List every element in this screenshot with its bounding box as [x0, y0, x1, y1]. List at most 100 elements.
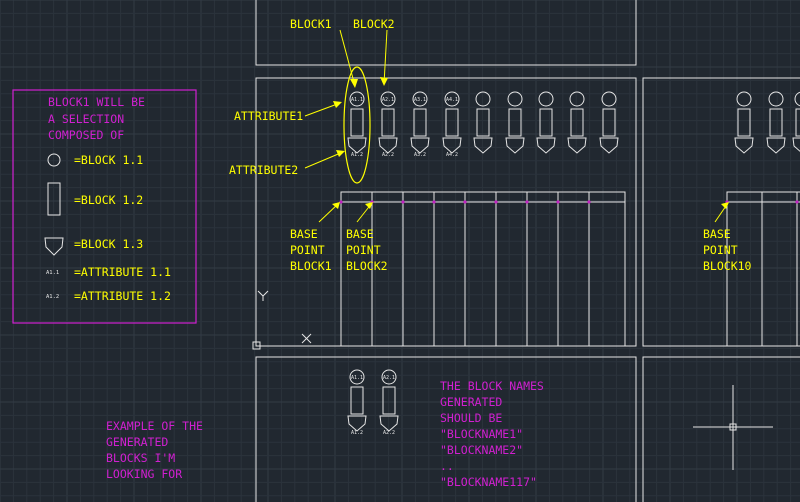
bottom-room-outline	[255, 356, 637, 502]
pentagon-icon	[734, 137, 754, 154]
base-point-block10-line-3: BLOCK10	[703, 259, 752, 273]
rectangle-icon	[795, 108, 800, 137]
attribute-tag: A1.2	[351, 152, 363, 158]
example-line-2: GENERATED	[106, 435, 168, 449]
selection-ellipse[interactable]	[343, 66, 371, 184]
base-point-block2-line-3: BLOCK2	[346, 259, 388, 273]
main-room-outline	[255, 77, 637, 347]
circle-icon	[412, 91, 428, 107]
names-note-line-1: THE BLOCK NAMES	[440, 379, 544, 393]
rectangle-icon	[381, 108, 395, 137]
leader-attribute1	[304, 102, 341, 117]
attribute-tag: A1.1	[351, 375, 363, 381]
chair-block[interactable]	[347, 91, 367, 154]
names-note-line-7: "BLOCKNAME117"	[440, 475, 537, 489]
arrowhead-icon	[333, 101, 342, 108]
rectangle-icon	[769, 108, 783, 137]
pentagon-icon	[599, 137, 619, 154]
circle-icon	[47, 153, 61, 167]
callout-attribute1: ATTRIBUTE1	[234, 109, 303, 123]
base-point-icon	[587, 200, 591, 204]
pentagon-icon	[766, 137, 786, 154]
base-point-block1-line-2: POINT	[290, 243, 325, 257]
crosshair-cursor-icon	[693, 385, 773, 470]
ucs-x-glyph	[301, 333, 312, 344]
pentagon-icon	[347, 137, 367, 154]
legend-title-line-2: A SELECTION	[48, 112, 124, 126]
pentagon-icon	[410, 137, 430, 154]
chair-block[interactable]	[567, 91, 587, 154]
chair-block[interactable]	[410, 91, 430, 154]
leader-block1	[339, 29, 356, 87]
chair-block[interactable]	[505, 91, 525, 154]
rectangle-icon	[476, 108, 490, 137]
ucs-origin-box	[252, 341, 261, 350]
example-line-1: EXAMPLE OF THE	[106, 419, 203, 433]
chair-block[interactable]	[379, 369, 399, 432]
pentagon-icon	[347, 415, 367, 432]
chair-block[interactable]	[766, 91, 786, 154]
base-point-icon	[463, 200, 467, 204]
circle-icon	[475, 91, 491, 107]
chair-block[interactable]	[792, 91, 800, 153]
chair-block[interactable]	[347, 369, 367, 432]
circle-icon	[794, 91, 800, 107]
chair-block[interactable]	[599, 91, 619, 154]
circle-icon	[768, 91, 784, 107]
legend-item-block-1-1: =BLOCK 1.1	[74, 153, 143, 167]
arrowhead-icon	[336, 150, 345, 157]
attribute-tag: A1.2	[351, 430, 363, 436]
base-point-icon	[432, 200, 436, 204]
pentagon-icon	[379, 415, 399, 432]
pentagon-icon	[442, 137, 462, 154]
pentagon-icon	[536, 137, 556, 154]
base-point-icon	[494, 200, 498, 204]
legend-title-line-1: BLOCK1 WILL BE	[48, 95, 145, 109]
pentagon-icon	[567, 137, 587, 154]
rectangle-icon	[413, 108, 427, 137]
room-outlines	[255, 0, 800, 502]
crosshair-pickbox	[729, 423, 737, 431]
legend-tag-a11: A1.1	[46, 270, 59, 276]
circle-icon	[444, 91, 460, 107]
names-note-line-3: SHOULD BE	[440, 411, 502, 425]
arrowhead-icon	[350, 79, 358, 88]
ucs-icon	[252, 290, 312, 350]
legend-item-attribute-1-1: =ATTRIBUTE 1.1	[74, 265, 171, 279]
base-point-icon	[525, 200, 529, 204]
rectangle-icon	[47, 182, 61, 216]
base-point-block2-line-1: BASE	[346, 227, 374, 241]
rectangle-icon	[539, 108, 553, 137]
callout-block1: BLOCK1	[290, 17, 332, 31]
attribute-tag: A2.1	[383, 375, 395, 381]
base-point-block10-line-2: POINT	[703, 243, 738, 257]
names-note-line-2: GENERATED	[440, 395, 502, 409]
rectangle-icon	[508, 108, 522, 137]
base-point-icon	[556, 200, 560, 204]
callout-block2: BLOCK2	[353, 17, 395, 31]
circle-icon	[569, 91, 585, 107]
pentagon-icon	[505, 137, 525, 154]
arrowhead-icon	[380, 77, 388, 86]
attribute-tag: A4.1	[446, 97, 458, 103]
chair-block[interactable]	[473, 91, 493, 154]
base-point-block1-line-1: BASE	[290, 227, 318, 241]
callout-arrowheads	[332, 77, 729, 209]
attribute-tag: A2.2	[383, 430, 395, 436]
attribute-tag: A2.1	[382, 97, 394, 103]
rectangle-icon	[382, 386, 396, 415]
chair-block[interactable]	[734, 91, 754, 154]
chair-block[interactable]	[378, 91, 398, 154]
names-note-line-4: "BLOCKNAME1"	[440, 427, 523, 441]
example-line-4: LOOKING FOR	[106, 467, 182, 481]
base-point-icon	[795, 200, 799, 204]
chair-block[interactable]	[536, 91, 556, 154]
example-line-3: BLOCKS I'M	[106, 451, 175, 465]
rectangle-icon	[350, 108, 364, 137]
base-point-block10-line-1: BASE	[703, 227, 731, 241]
pentagon-icon	[378, 137, 398, 154]
chair-block[interactable]	[442, 91, 462, 154]
